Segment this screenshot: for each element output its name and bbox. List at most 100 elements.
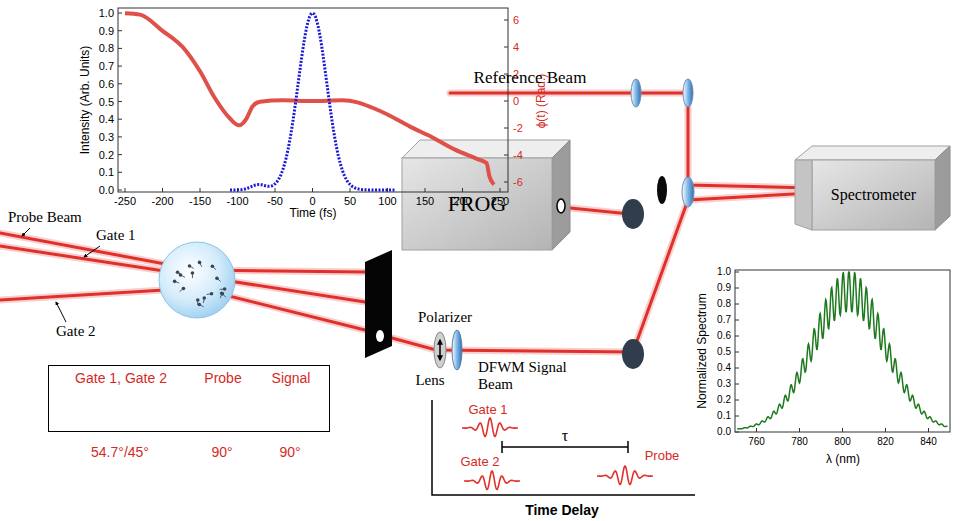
axis-label: 150	[416, 195, 434, 208]
axis-label: Intensity (Arb. Units)	[79, 46, 93, 155]
polarizer	[434, 332, 446, 368]
frog-box-part	[402, 158, 552, 250]
node-label: Gate 1, Gate 2	[75, 371, 167, 386]
time-delay-diagram	[432, 400, 695, 495]
molecule-atom	[176, 270, 180, 274]
spectrometer-box	[795, 146, 950, 230]
axis-label: -50	[267, 195, 283, 208]
wave-packet	[462, 418, 518, 436]
axis-tick	[200, 188, 201, 192]
axis-tick	[118, 48, 122, 49]
axis-tick	[735, 384, 739, 385]
axis-tick	[504, 155, 508, 156]
sample-sphere-part	[159, 242, 235, 318]
leader-lines	[22, 228, 100, 322]
aperture-screen-part	[365, 250, 392, 358]
axis-label: 0.4	[99, 113, 114, 126]
frog-trace-chart	[118, 8, 508, 192]
axis-tick	[735, 304, 739, 305]
axis-label: 0.0	[717, 426, 731, 438]
molecule-atom	[173, 280, 177, 284]
axis-label: 0	[513, 95, 519, 108]
laser-beams-part	[0, 93, 812, 352]
axis-label: 0.3	[717, 378, 731, 390]
axis-tick	[118, 119, 122, 120]
axis-tick	[842, 428, 843, 432]
wave-packet	[464, 471, 520, 489]
time-delay-diagram-part	[432, 400, 695, 495]
axis-tick	[504, 101, 508, 102]
wave-packet	[597, 466, 653, 484]
node-label: Signal	[272, 371, 311, 386]
spectrometer-box-part	[795, 146, 950, 160]
molecule-atom	[211, 265, 215, 269]
diagram-label: Time Delay	[525, 502, 599, 518]
axis-label: 0.5	[99, 95, 114, 108]
molecule-atom	[182, 287, 186, 291]
lens	[452, 330, 462, 370]
diagram-label: Gate 1	[468, 403, 507, 418]
leader-lines-part	[84, 246, 100, 257]
polarizer-part	[439, 340, 441, 360]
axis-tick	[735, 288, 739, 289]
axis-label: 760	[748, 436, 765, 448]
axis-label: 0.3	[99, 131, 114, 144]
axis-label: -2	[513, 122, 523, 135]
frog-box-part	[402, 140, 570, 158]
sample-sphere	[159, 242, 235, 318]
spectrometer-box-part	[795, 160, 812, 230]
axis-tick	[799, 428, 800, 432]
axis-label: 0.6	[717, 330, 731, 342]
spectrometer-box-part	[812, 160, 935, 230]
axis-label: 0.2	[99, 148, 114, 161]
molecule-atom	[198, 261, 202, 265]
mirrors-part	[657, 176, 667, 204]
axis-tick	[275, 188, 276, 192]
axis-label: 820	[877, 436, 894, 448]
axis-label: 0.5	[717, 346, 731, 358]
molecule-atom	[198, 303, 202, 307]
diagram-label: 54.7°/45°	[91, 444, 149, 460]
axis-tick	[735, 336, 739, 337]
phase-curve	[125, 13, 494, 184]
axis-label: Normalized Spectrum	[696, 293, 710, 408]
axis-tick	[885, 428, 886, 432]
axis-tick	[162, 188, 163, 192]
diagram-label: Gate 2	[56, 323, 96, 340]
mirrors-part	[683, 79, 693, 107]
frog-box-part	[552, 140, 570, 250]
axis-tick	[504, 20, 508, 21]
axis-tick	[118, 101, 122, 102]
mirrors	[622, 79, 694, 369]
lens-part	[452, 330, 462, 370]
axis-tick	[735, 416, 739, 417]
axis-tick	[756, 428, 757, 432]
axis-tick	[504, 182, 508, 183]
polarizer-part	[434, 332, 446, 368]
molecule-atom	[191, 271, 195, 275]
axis-label: 840	[920, 436, 937, 448]
diagram-label: τ	[562, 427, 568, 445]
laser-beams-part	[0, 93, 812, 352]
axis-tick	[118, 13, 122, 14]
diagram-label: Gate 2	[460, 455, 499, 470]
molecule-atom	[179, 273, 183, 277]
axis-label: -250	[114, 195, 136, 208]
axis-label: -4	[513, 149, 523, 162]
axis-label: 200	[453, 195, 471, 208]
axis-label: 0.9	[99, 24, 114, 37]
polarization-panel: Gate 1, Gate 2ProbeSignal	[48, 365, 330, 432]
axis-tick	[425, 188, 426, 192]
axis-label: 0.6	[99, 77, 114, 90]
axis-label: 0.8	[99, 42, 114, 55]
diagram-label: DFWM Signal Beam	[478, 359, 586, 394]
axis-label: 1.0	[99, 7, 114, 20]
axis-label: λ (nm)	[826, 453, 860, 467]
spectrum-curve	[737, 272, 947, 429]
axis-tick	[735, 320, 739, 321]
axis-label: 800	[834, 436, 851, 448]
intensity-curve	[230, 13, 395, 190]
molecule-atom	[220, 292, 224, 296]
axis-label: 250	[491, 195, 509, 208]
